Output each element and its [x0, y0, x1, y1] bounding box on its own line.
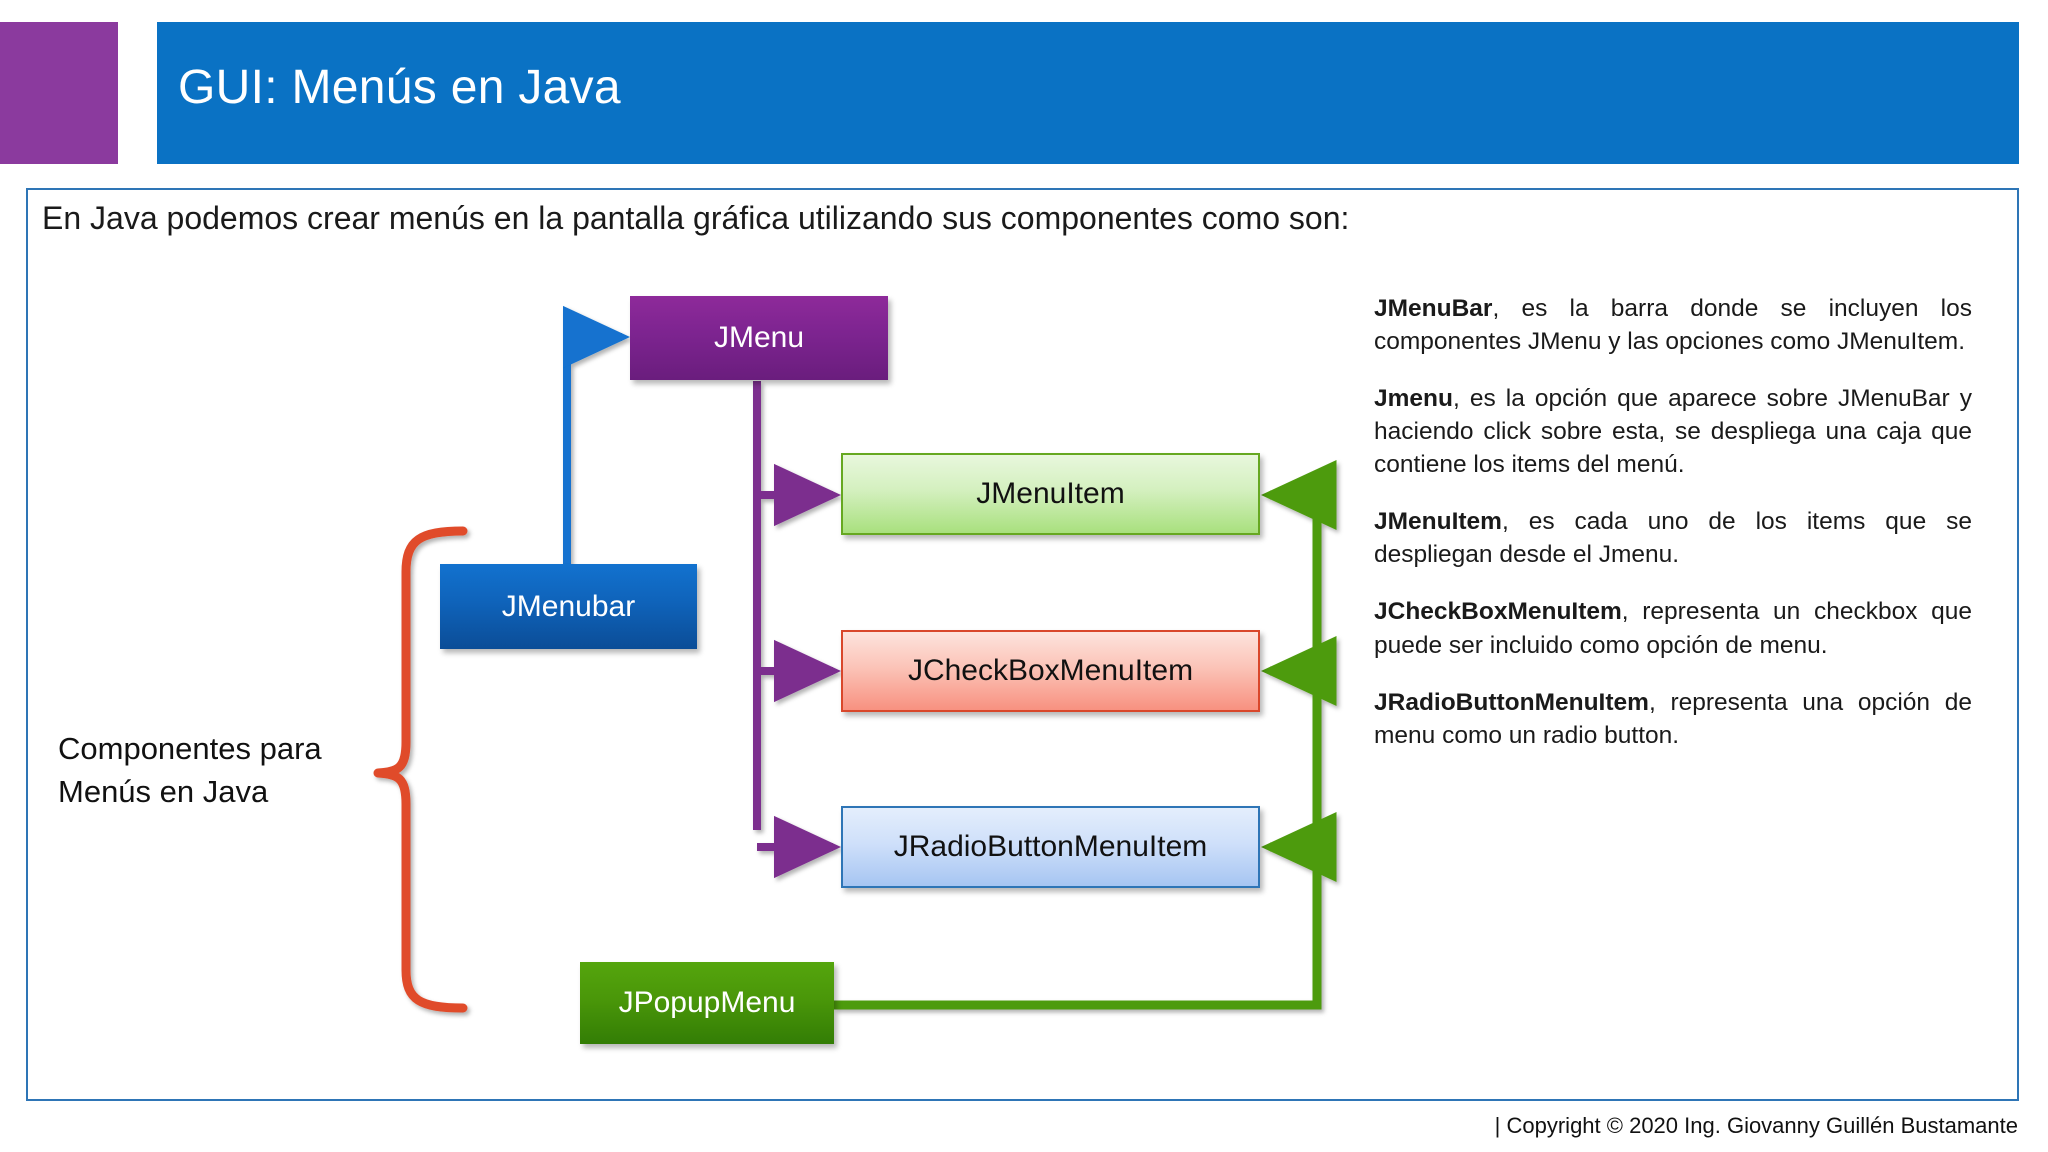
description-body: , es la opción que aparece sobre JMenuBa… — [1374, 385, 1972, 479]
descriptions-column: JMenuBar, es la barra donde se incluyen … — [1374, 292, 1972, 752]
footer-copyright: | Copyright © 2020 Ing. Giovanny Guillén… — [1494, 1113, 2018, 1138]
description-term: JMenuBar — [1374, 295, 1493, 322]
description-body: , representa una opción de menu como un … — [1374, 688, 1972, 749]
diagram-box-jradiobuttonmenuitem[interactable]: JRadioButtonMenuItem — [841, 806, 1260, 888]
diagram-box-jcheckboxmenuitem[interactable]: JCheckBoxMenuItem — [841, 630, 1260, 712]
intro-paragraph: En Java podemos crear menús en la pantal… — [42, 200, 1350, 236]
diagram-box-jmenubar[interactable]: JMenubar — [440, 564, 697, 649]
description-item: JRadioButtonMenuItem, representa una opc… — [1374, 686, 1972, 752]
diagram-box-jmenu[interactable]: JMenu — [630, 296, 888, 380]
diagram-box-jpopupmenu-label: JPopupMenu — [618, 986, 796, 1020]
description-item: Jmenu, es la opción que aparece sobre JM… — [1374, 382, 1972, 481]
page-title: GUI: Menús en Java — [178, 61, 621, 114]
description-item: JMenuBar, es la barra donde se incluyen … — [1374, 292, 1972, 358]
diagram-box-jcheckboxmenuitem-label: JCheckBoxMenuItem — [907, 654, 1194, 688]
description-term: JCheckBoxMenuItem — [1374, 598, 1622, 626]
description-body: , es cada uno de los items que se despli… — [1374, 508, 1972, 569]
diagram-box-jmenu-label: JMenu — [713, 321, 805, 355]
description-item: JCheckBoxMenuItem, representa un checkbo… — [1374, 595, 1972, 661]
diagram-box-jpopupmenu[interactable]: JPopupMenu — [580, 962, 834, 1044]
description-term: Jmenu — [1374, 385, 1453, 413]
brace-label: Componentes para Menús en Java — [58, 731, 322, 809]
header-accent-block — [0, 22, 118, 164]
description-term: JMenuItem — [1374, 508, 1502, 536]
title-banner — [157, 22, 2019, 164]
description-body: , representa un checkbox que puede ser i… — [1374, 598, 1972, 659]
description-body: , es la barra donde se incluyen los comp… — [1374, 295, 1972, 356]
diagram-box-jmenuitem-label: JMenuItem — [976, 477, 1125, 511]
description-term: JRadioButtonMenuItem — [1374, 688, 1649, 716]
description-item: JMenuItem, es cada uno de los items que … — [1374, 505, 1972, 571]
diagram-box-jmenuitem[interactable]: JMenuItem — [841, 453, 1260, 535]
diagram-box-jradiobuttonmenuitem-label: JRadioButtonMenuItem — [893, 830, 1208, 864]
diagram-box-jmenubar-label: JMenubar — [501, 589, 636, 623]
